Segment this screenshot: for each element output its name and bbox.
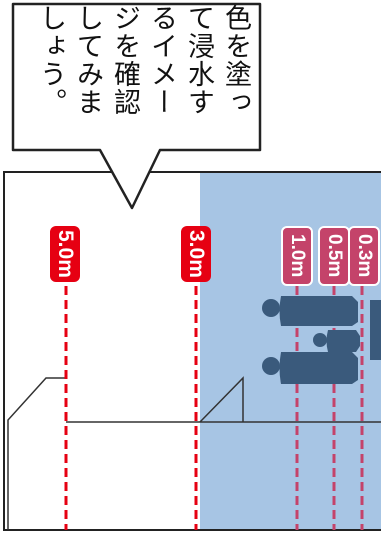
depth-label-3m: 3.0m	[181, 226, 211, 282]
callout-text: 色を塗って浸水するイメージを確認してみましょう。	[35, 4, 251, 116]
adult-silhouette-icon	[262, 296, 358, 326]
speech-bubble	[11, 2, 262, 210]
depth-label-0-3m: 0.3m	[348, 226, 380, 286]
depth-label-0-5m: 0.5m	[318, 226, 350, 286]
adult-silhouette-icon-2	[262, 352, 358, 384]
house-outline-left	[7, 377, 66, 530]
depth-label-5m: 5.0m	[50, 226, 80, 282]
person-partial-silhouette-icon	[370, 300, 381, 360]
child-silhouette-icon	[313, 330, 360, 352]
depth-label-1m: 1.0m	[281, 226, 313, 286]
house-roof-line	[199, 376, 244, 423]
